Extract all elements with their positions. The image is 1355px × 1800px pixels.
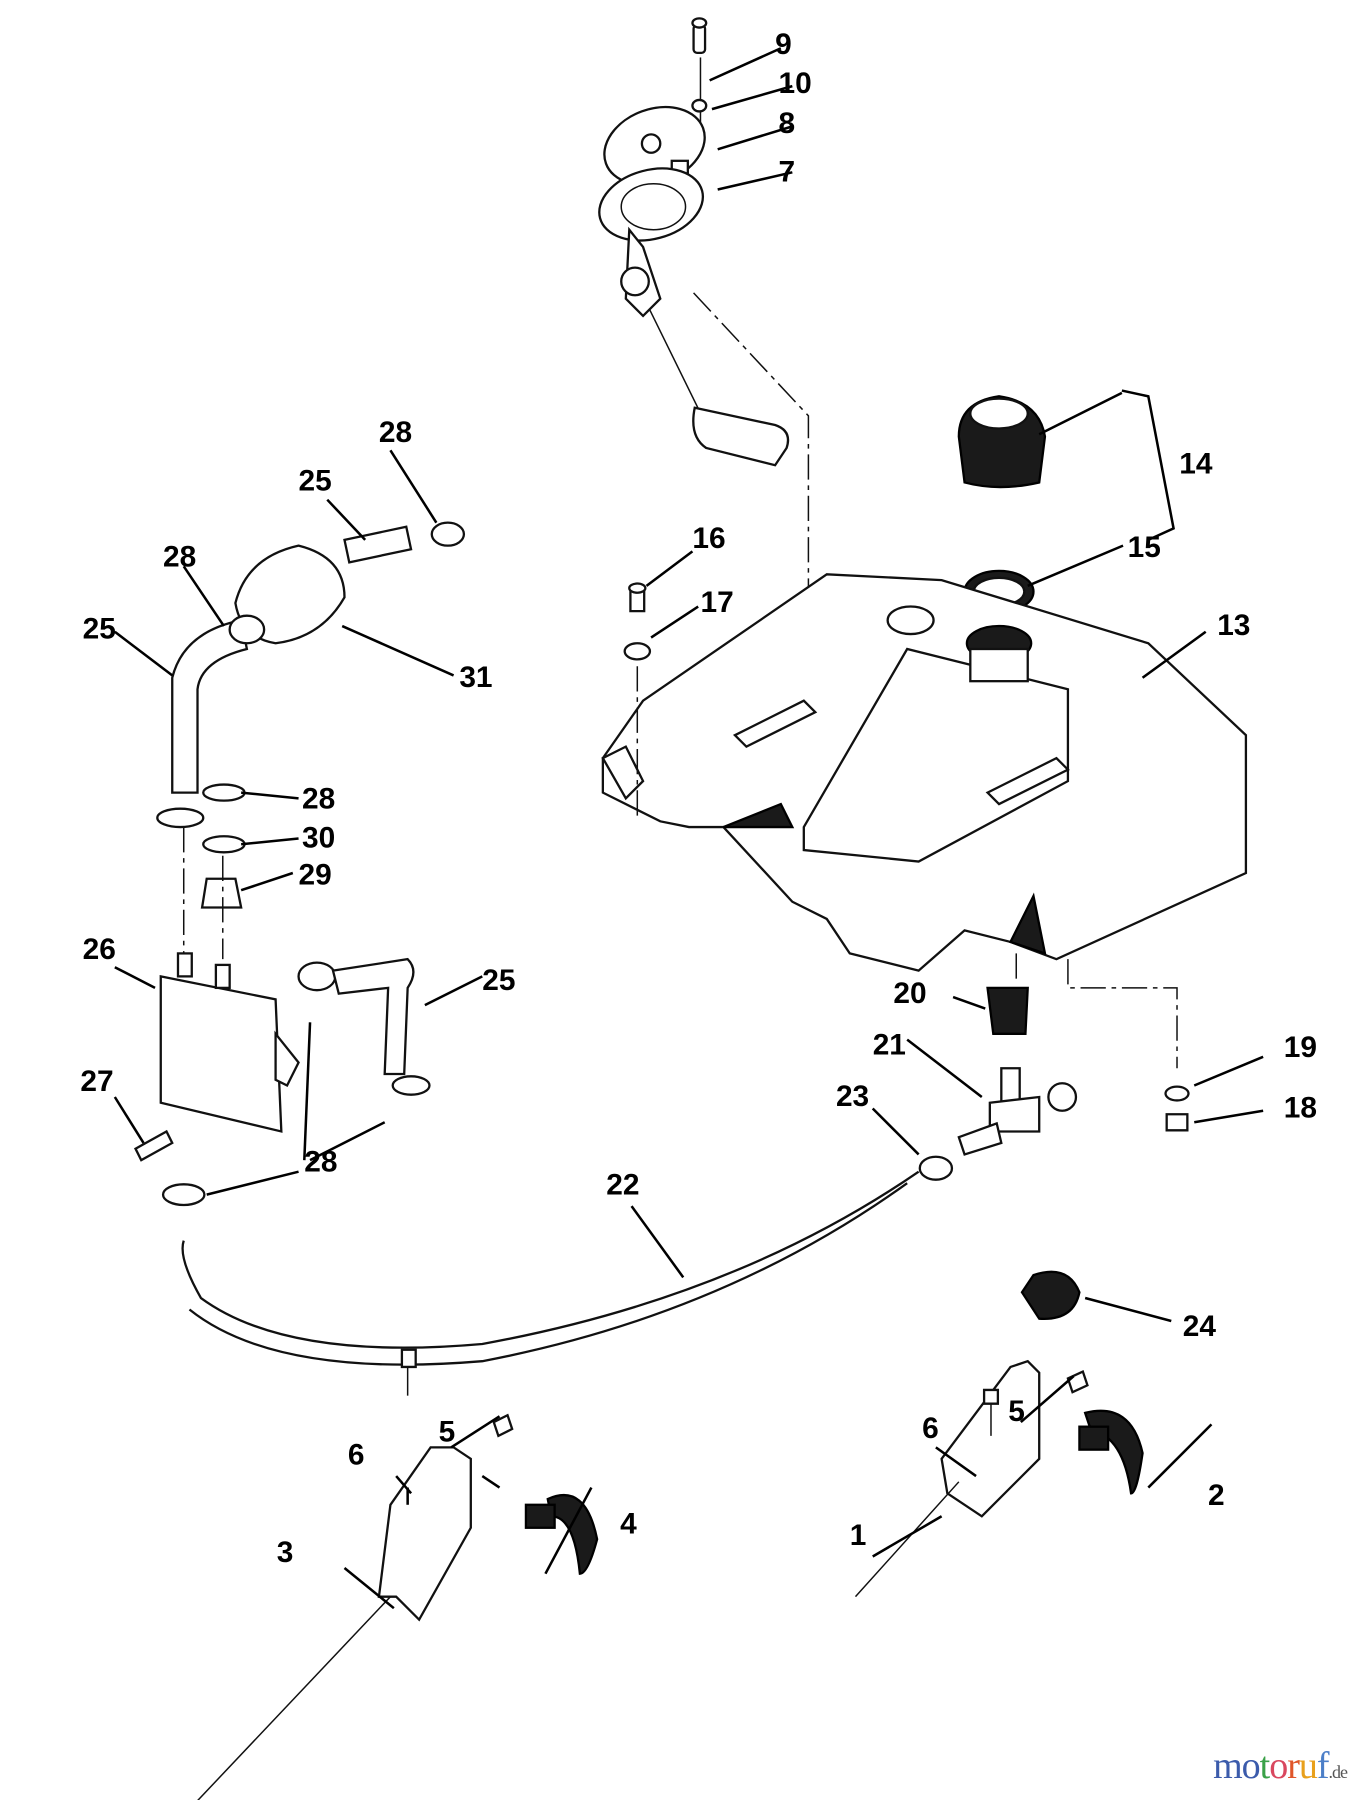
fuel-filter — [171, 521, 466, 794]
callout-31: 31 — [459, 661, 492, 694]
clamps-stack — [156, 783, 246, 960]
callout-14: 14 — [1179, 447, 1213, 480]
callout-20: 20 — [893, 977, 926, 1010]
callout-1: 1 — [850, 1519, 867, 1552]
throttle-lever-left — [197, 1348, 599, 1800]
throttle-lever-right — [854, 1359, 1144, 1598]
callout-26: 26 — [83, 933, 116, 966]
fuel-hose-22 — [181, 1170, 920, 1349]
fuel-tank — [601, 573, 1248, 972]
callout-25: 25 — [83, 613, 116, 646]
callout-28: 28 — [379, 416, 412, 449]
callout-24: 24 — [1183, 1310, 1217, 1343]
callout-25: 25 — [299, 464, 332, 497]
callout-4: 4 — [620, 1507, 637, 1540]
callout-28: 28 — [302, 783, 335, 816]
bolt-washer-18-19 — [1164, 1085, 1190, 1132]
wm-letter: m — [1213, 1745, 1243, 1787]
hose-clamp-23 — [918, 1155, 954, 1181]
fuel-pump — [133, 952, 431, 1207]
callout-30: 30 — [302, 822, 335, 855]
callout-28: 28 — [304, 1146, 337, 1179]
fuel-sender-assembly — [598, 17, 810, 609]
callout-3: 3 — [277, 1536, 294, 1569]
callout-5: 5 — [1008, 1395, 1025, 1428]
callout-16: 16 — [692, 522, 725, 555]
wm-letter: u — [1298, 1745, 1318, 1787]
callout-labels: 9 10 8 7 14 15 13 16 17 28 25 28 25 31 2… — [80, 28, 1317, 1569]
callout-28: 28 — [163, 540, 196, 573]
callout-25: 25 — [482, 964, 515, 997]
callout-7: 7 — [779, 155, 796, 188]
wm-suffix: .de — [1328, 1762, 1348, 1782]
callout-5: 5 — [439, 1416, 456, 1449]
hose-clip-24 — [1020, 1270, 1081, 1320]
callout-2: 2 — [1208, 1479, 1225, 1512]
callout-19: 19 — [1284, 1031, 1317, 1064]
fuel-cap — [957, 395, 1047, 614]
callout-13: 13 — [1217, 609, 1250, 642]
callout-8: 8 — [779, 107, 796, 140]
callout-6: 6 — [348, 1439, 365, 1472]
wm-letter: f — [1316, 1745, 1330, 1787]
callout-22: 22 — [606, 1169, 639, 1202]
wm-letter: t — [1259, 1745, 1271, 1787]
callout-10: 10 — [779, 67, 812, 100]
callout-29: 29 — [299, 858, 332, 891]
wm-letter: o — [1269, 1745, 1288, 1787]
callout-18: 18 — [1284, 1092, 1317, 1125]
bolt-washer-16-17 — [623, 582, 652, 818]
callout-6: 6 — [922, 1412, 939, 1445]
callout-9: 9 — [775, 28, 792, 61]
callout-27: 27 — [80, 1065, 113, 1098]
callout-23: 23 — [836, 1080, 869, 1113]
callout-21: 21 — [873, 1028, 906, 1061]
wm-letter: r — [1287, 1745, 1300, 1787]
callout-15: 15 — [1128, 531, 1161, 564]
wm-letter: o — [1241, 1745, 1261, 1787]
watermark-logo: motoruf.de — [1213, 1744, 1348, 1788]
shutoff-valve — [957, 953, 1178, 1156]
callout-17: 17 — [700, 586, 733, 619]
leader-lines — [113, 47, 1264, 1610]
